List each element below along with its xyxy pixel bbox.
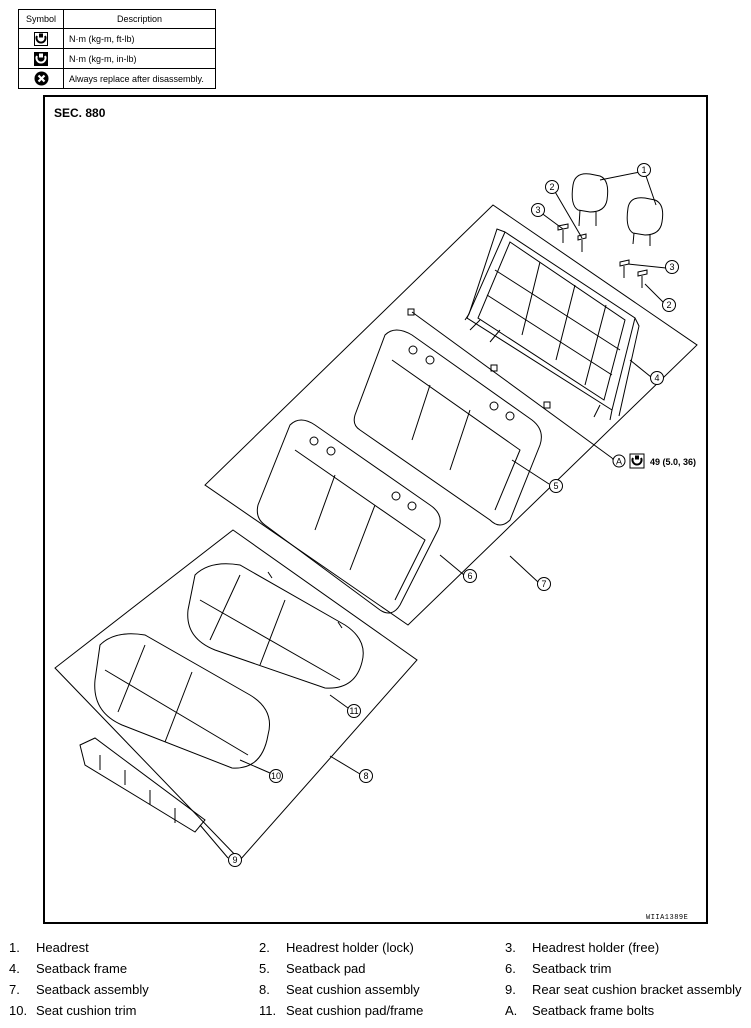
svg-text:4: 4: [654, 373, 659, 383]
callout-9: 9: [228, 853, 242, 867]
seat-cushion-pad-drawing: [187, 563, 364, 689]
seatback-frame-drawing: [464, 228, 640, 421]
legend-header-row: Symbol Description: [18, 9, 216, 29]
seatback-trim-drawing: [256, 419, 441, 614]
seatback-pad-drawing: [353, 329, 542, 526]
torque-wrench-icon: [34, 31, 48, 46]
legend-row: Always replace after disassembly.: [18, 68, 216, 89]
svg-text:2: 2: [549, 182, 554, 192]
legend-row: N·m (kg-m, ft-lb): [18, 28, 216, 49]
legend-row: N·m (kg-m, in-lb): [18, 48, 216, 69]
seat-cushion-assembly-panel: [54, 529, 418, 861]
figure-id: WIIA1389E: [646, 914, 689, 922]
seatback-assembly-panel: [204, 204, 698, 626]
callout-6: 6: [463, 569, 477, 583]
callout-11: 11: [347, 704, 361, 718]
seatback-frame-bolt-line: [411, 311, 613, 459]
torque-wrench-icon: [629, 453, 645, 469]
cushion-bracket-drawing: [79, 737, 206, 833]
callout-2: 2: [662, 298, 676, 312]
leader-lines: [199, 171, 667, 859]
callout-1: 1: [637, 163, 651, 177]
svg-text:3: 3: [535, 205, 540, 215]
section-label: SEC. 880: [54, 106, 106, 120]
callout-4: 4: [650, 371, 664, 385]
torque-wrench-small-icon: [34, 51, 48, 66]
torque-callout-value: 49 (5.0, 36): [650, 457, 696, 467]
callout-2: 2: [545, 180, 559, 194]
legend-description: Always replace after disassembly.: [63, 68, 216, 89]
headrest-drawing: [571, 173, 664, 246]
callout-10: 10: [269, 769, 283, 783]
torque-callout-letter: A: [616, 457, 622, 467]
diagram-frame: [43, 95, 708, 924]
callout-5: 5: [549, 479, 563, 493]
svg-text:10: 10: [271, 771, 281, 781]
headrest-holder-drawing: [557, 223, 648, 288]
callout-3: 3: [531, 203, 545, 217]
svg-text:1: 1: [641, 165, 646, 175]
symbol-legend-table: Symbol Description N·m (kg-m, ft-lb) N·m…: [18, 9, 216, 89]
svg-text:3: 3: [669, 262, 674, 272]
callout-3: 3: [665, 260, 679, 274]
callout-8: 8: [359, 769, 373, 783]
torque-callout: A 49 (5.0, 36): [612, 453, 696, 469]
svg-text:8: 8: [363, 771, 368, 781]
always-replace-icon: [34, 71, 48, 86]
svg-text:5: 5: [553, 481, 558, 491]
callout-7: 7: [537, 577, 551, 591]
svg-text:7: 7: [541, 579, 546, 589]
svg-text:11: 11: [349, 706, 358, 716]
svg-text:2: 2: [666, 300, 671, 310]
svg-text:9: 9: [232, 855, 237, 865]
seat-cushion-trim-drawing: [94, 633, 270, 769]
svg-text:6: 6: [467, 571, 472, 581]
